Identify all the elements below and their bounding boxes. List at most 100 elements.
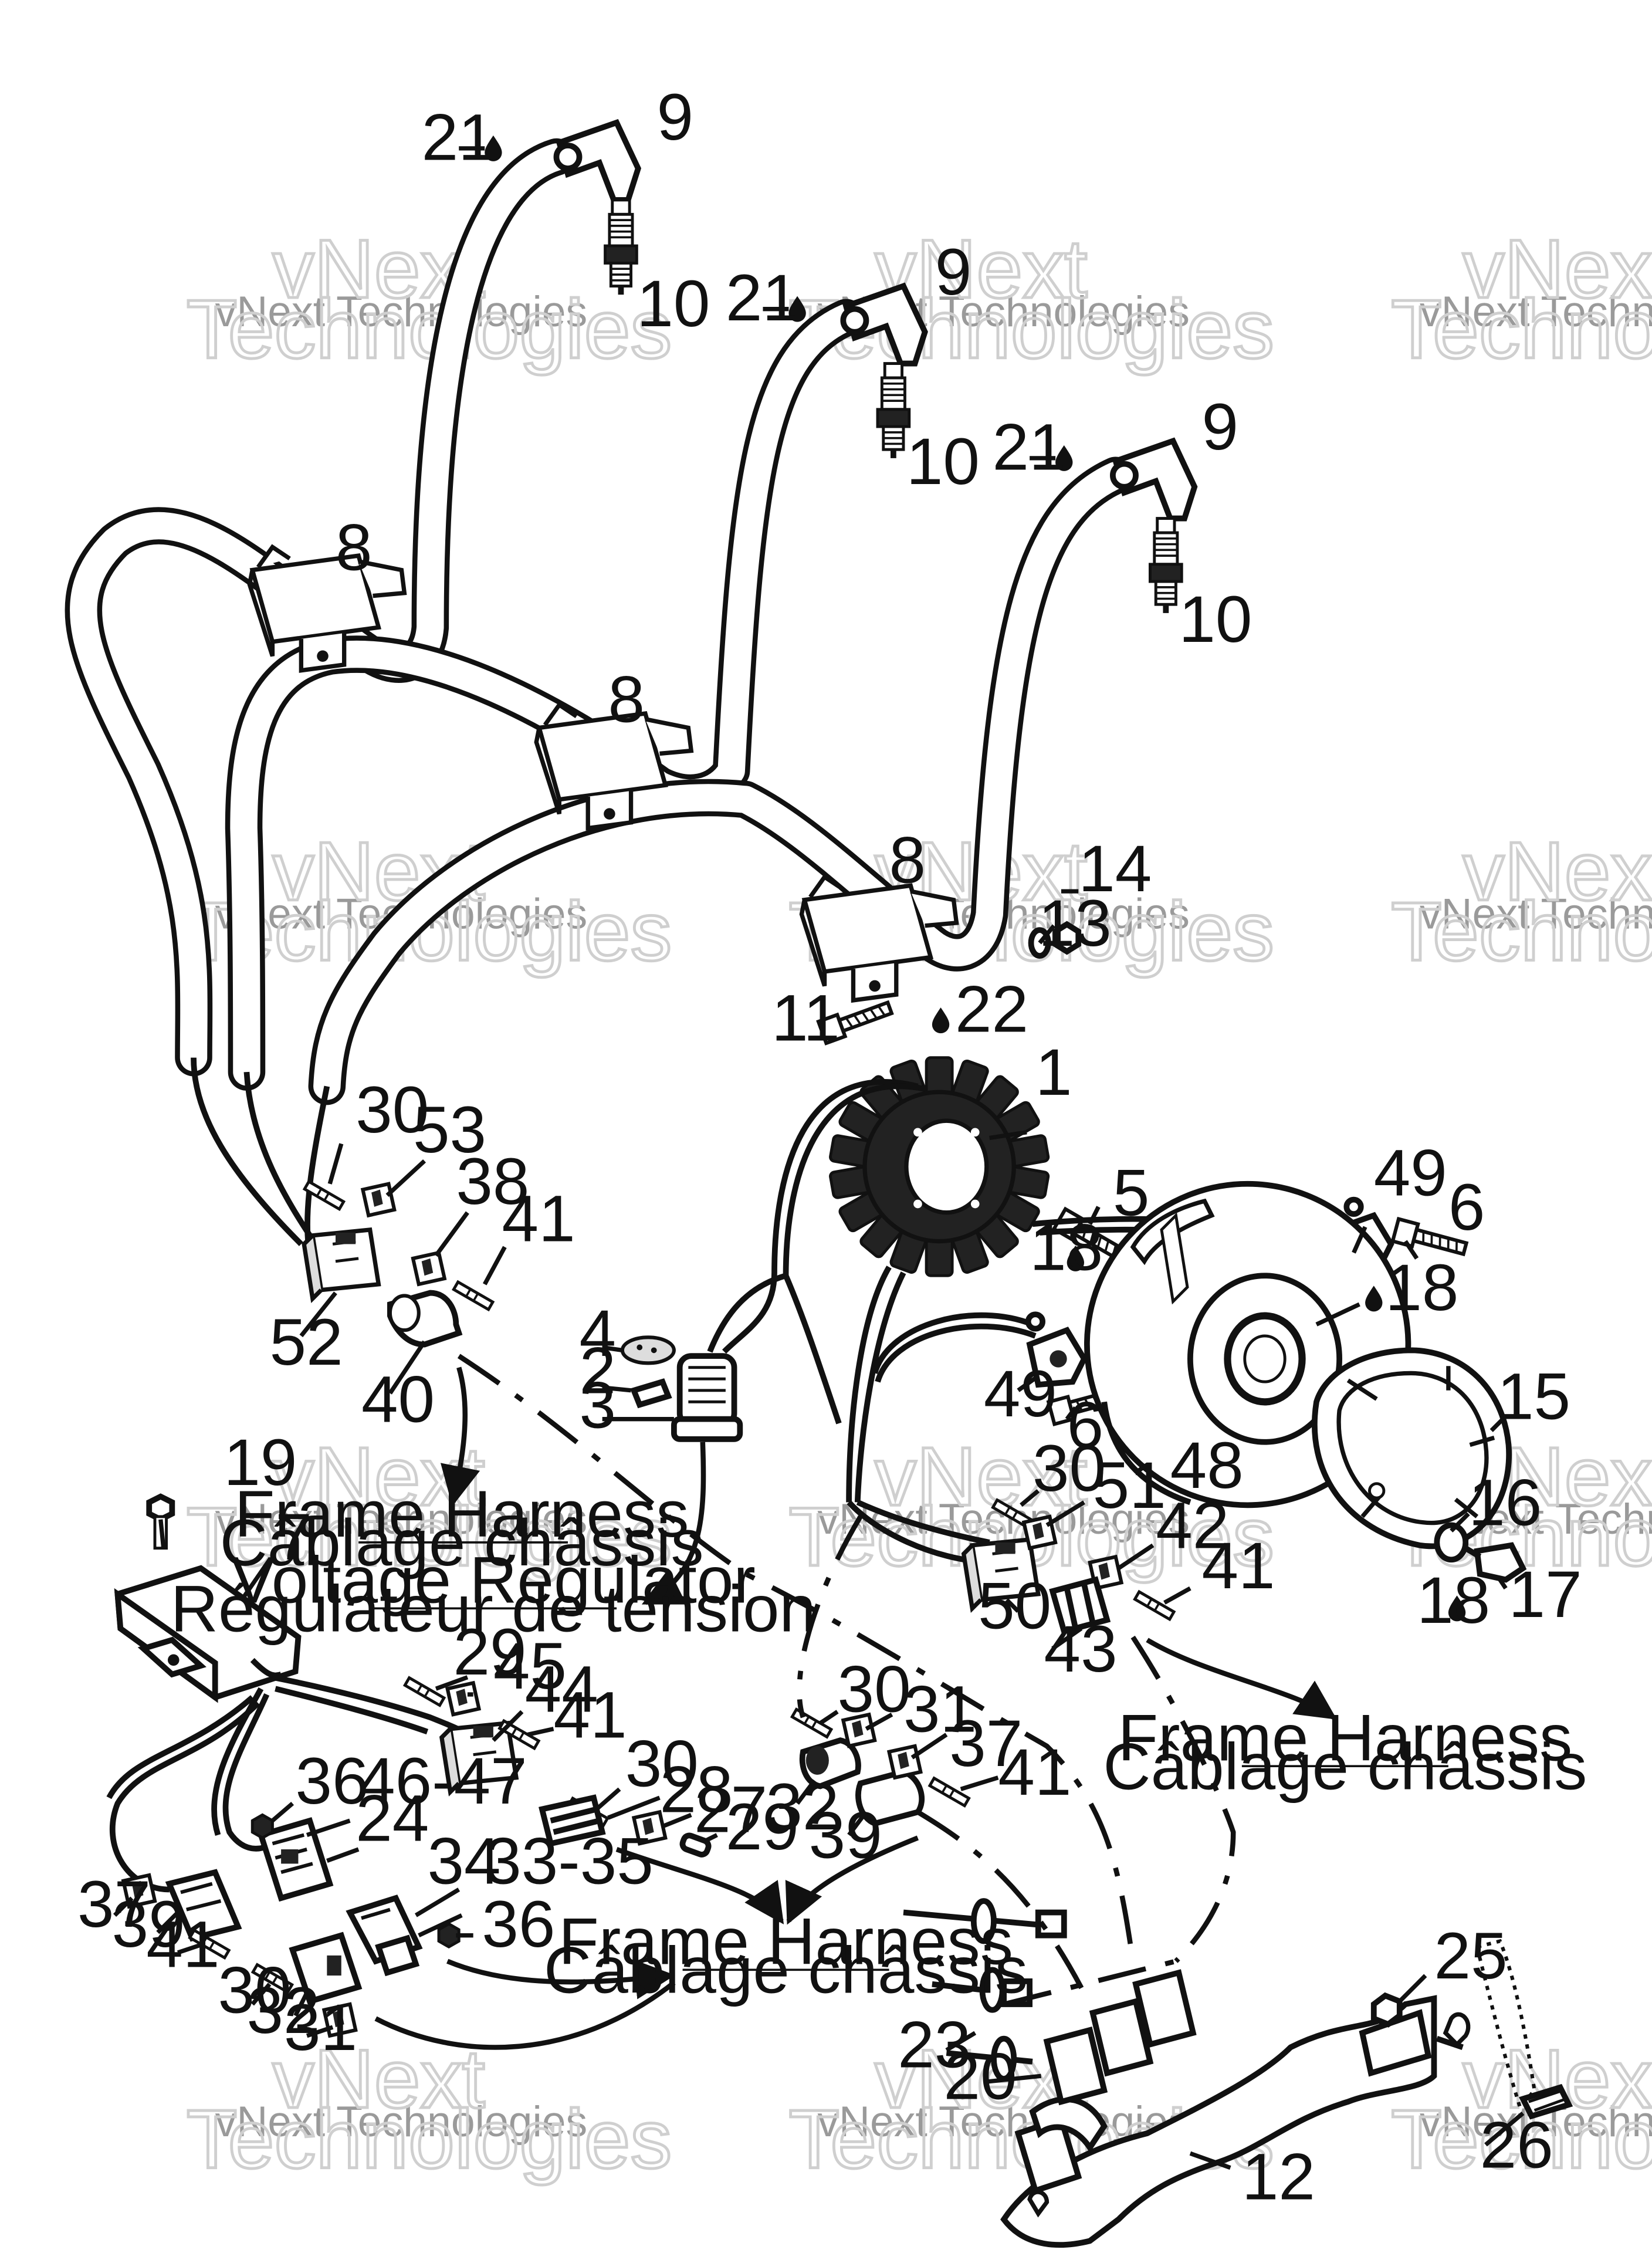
callout-10: 10: [906, 424, 980, 498]
callout-15: 15: [1497, 1359, 1570, 1433]
watermark-small-text: vNext Technologies: [1420, 890, 1652, 938]
connector-housing-43[interactable]: [1049, 1576, 1111, 1635]
mounting-bracket[interactable]: [1000, 1995, 1471, 2248]
flywheel-cover-15[interactable]: [1311, 1347, 1512, 1550]
watermark: vNext Technologies vNext Technologies: [1390, 222, 1652, 378]
callout-50: 50: [978, 1569, 1051, 1643]
callout-33-35: 33-35: [485, 1824, 654, 1898]
nut-25[interactable]: [1370, 1992, 1403, 2028]
caption-line1: Frame Harness: [235, 1477, 689, 1551]
callout-31: 31: [284, 1990, 357, 2064]
connector-terminal-2[interactable]: [629, 1378, 672, 1409]
callout-leaders: [113, 146, 1525, 2170]
callout-46-47: 46-47: [358, 1744, 527, 1818]
callout-9: 9: [1201, 390, 1238, 464]
rivet-23-b[interactable]: [932, 1967, 1033, 2013]
spark-plug-right[interactable]: [1150, 519, 1182, 613]
callout-39: 39: [112, 1887, 185, 1961]
callout-53: 53: [413, 1092, 486, 1166]
callout-13: 13: [1038, 886, 1112, 960]
watermark-big-line2: Technologies: [187, 2093, 672, 2186]
callout-30: 30: [356, 1073, 429, 1146]
callout-49: 49: [1374, 1135, 1447, 1209]
watermark-small-text: vNext Technologies: [215, 1495, 588, 1543]
cable-clip-20[interactable]: [1043, 1969, 1197, 2106]
callout-30: 30: [1032, 1431, 1106, 1505]
nut-36-b[interactable]: [437, 1922, 461, 1949]
callout-19: 19: [224, 1425, 297, 1499]
spark-plug-cap-middle[interactable]: [840, 282, 928, 367]
callout-18: 18: [1417, 1563, 1490, 1637]
callout-8: 8: [608, 662, 645, 736]
caption-line1: Frame Harness: [1118, 1700, 1573, 1774]
lock-53[interactable]: [363, 1184, 394, 1216]
callout-28: 28: [659, 1752, 733, 1826]
nut-14[interactable]: [1052, 921, 1082, 955]
watermark-big-line2: Technologies: [1391, 2093, 1652, 2186]
terminal-pin-41-a[interactable]: [453, 1282, 493, 1310]
callout-40: 40: [361, 1362, 435, 1436]
callout-43: 43: [1044, 1612, 1118, 1686]
washer-16[interactable]: [1434, 1522, 1469, 1563]
connector-housing-40[interactable]: [387, 1290, 463, 1348]
callout-34: 34: [427, 1824, 500, 1898]
connector-housing-52[interactable]: [304, 1230, 378, 1298]
callout-26: 26: [1480, 2108, 1553, 2182]
callout-labels: 21 9 10 21 9 10 21 9 10 8 8 8 14 13 11 2…: [77, 80, 1582, 2213]
drop-icon: [932, 1007, 950, 1034]
stator-connector-3[interactable]: [671, 1353, 743, 1442]
watermark-group: vNext Technologies vNext Technologies vN…: [185, 222, 1652, 2187]
voltage-regulator[interactable]: [114, 1565, 302, 1703]
connector-housing-39-left[interactable]: [165, 1869, 242, 1942]
callout-22: 22: [955, 972, 1028, 1046]
rivet-23-a[interactable]: [903, 1898, 1067, 1944]
callout-11: 11: [771, 980, 840, 1054]
terminal-pin-41-d[interactable]: [930, 1778, 969, 1806]
rivet-23-c[interactable]: [946, 2035, 1033, 2082]
terminal-pin-41-b[interactable]: [1135, 1592, 1174, 1619]
callout-31: 31: [903, 1672, 977, 1746]
callout-1: 1: [1035, 1035, 1072, 1109]
spark-plug-middle[interactable]: [878, 364, 909, 458]
nut-36-a[interactable]: [250, 1813, 274, 1840]
connector-housing-24[interactable]: [257, 1817, 334, 1902]
callout-8: 8: [336, 510, 373, 584]
callout-3: 3: [580, 1368, 617, 1442]
pin-29-b[interactable]: [679, 1832, 712, 1858]
spark-plug-top[interactable]: [605, 200, 637, 295]
watermark-big-line1: vNext: [1463, 223, 1652, 316]
spark-plug-cap-right[interactable]: [1110, 437, 1198, 522]
lock-38[interactable]: [413, 1253, 445, 1284]
callout-9: 9: [935, 235, 972, 309]
connector-housing-32-bottom[interactable]: [289, 1931, 363, 2005]
caption-frame-harness-2: Frame Harness Câblage châssis: [1103, 1700, 1587, 1803]
lock-37-middle[interactable]: [889, 1746, 921, 1778]
terminal-pin-30-d[interactable]: [792, 1709, 831, 1737]
callout-21: 21: [422, 100, 495, 174]
callout-23: 23: [898, 2008, 971, 2082]
connector-housing-28[interactable]: [539, 1794, 606, 1848]
screw-26[interactable]: [1519, 2083, 1573, 2120]
callout-52: 52: [270, 1305, 343, 1379]
callout-32: 32: [766, 1770, 839, 1843]
connector-seal-4[interactable]: [620, 1335, 676, 1365]
terminal-pin-29-a[interactable]: [405, 1678, 444, 1706]
connector-housing-34[interactable]: [346, 1895, 423, 1977]
callout-30: 30: [218, 1953, 292, 2027]
spark-plug-cap-top[interactable]: [553, 119, 642, 203]
bolt-17[interactable]: [1464, 1542, 1527, 1583]
callout-41: 41: [1201, 1528, 1275, 1602]
callout-6: 6: [1448, 1170, 1485, 1244]
callout-38: 38: [456, 1144, 529, 1218]
callout-20: 20: [943, 2039, 1017, 2113]
callout-37: 37: [949, 1706, 1023, 1780]
callout-18: 18: [1385, 1250, 1458, 1324]
callout-51: 51: [1093, 1448, 1166, 1522]
callout-45: 45: [493, 1629, 567, 1703]
callout-29: 29: [726, 1789, 799, 1863]
callout-32: 32: [246, 1973, 320, 2047]
callout-27: 27: [694, 1772, 767, 1846]
callout-42: 42: [1156, 1489, 1229, 1562]
callout-8: 8: [889, 823, 926, 897]
